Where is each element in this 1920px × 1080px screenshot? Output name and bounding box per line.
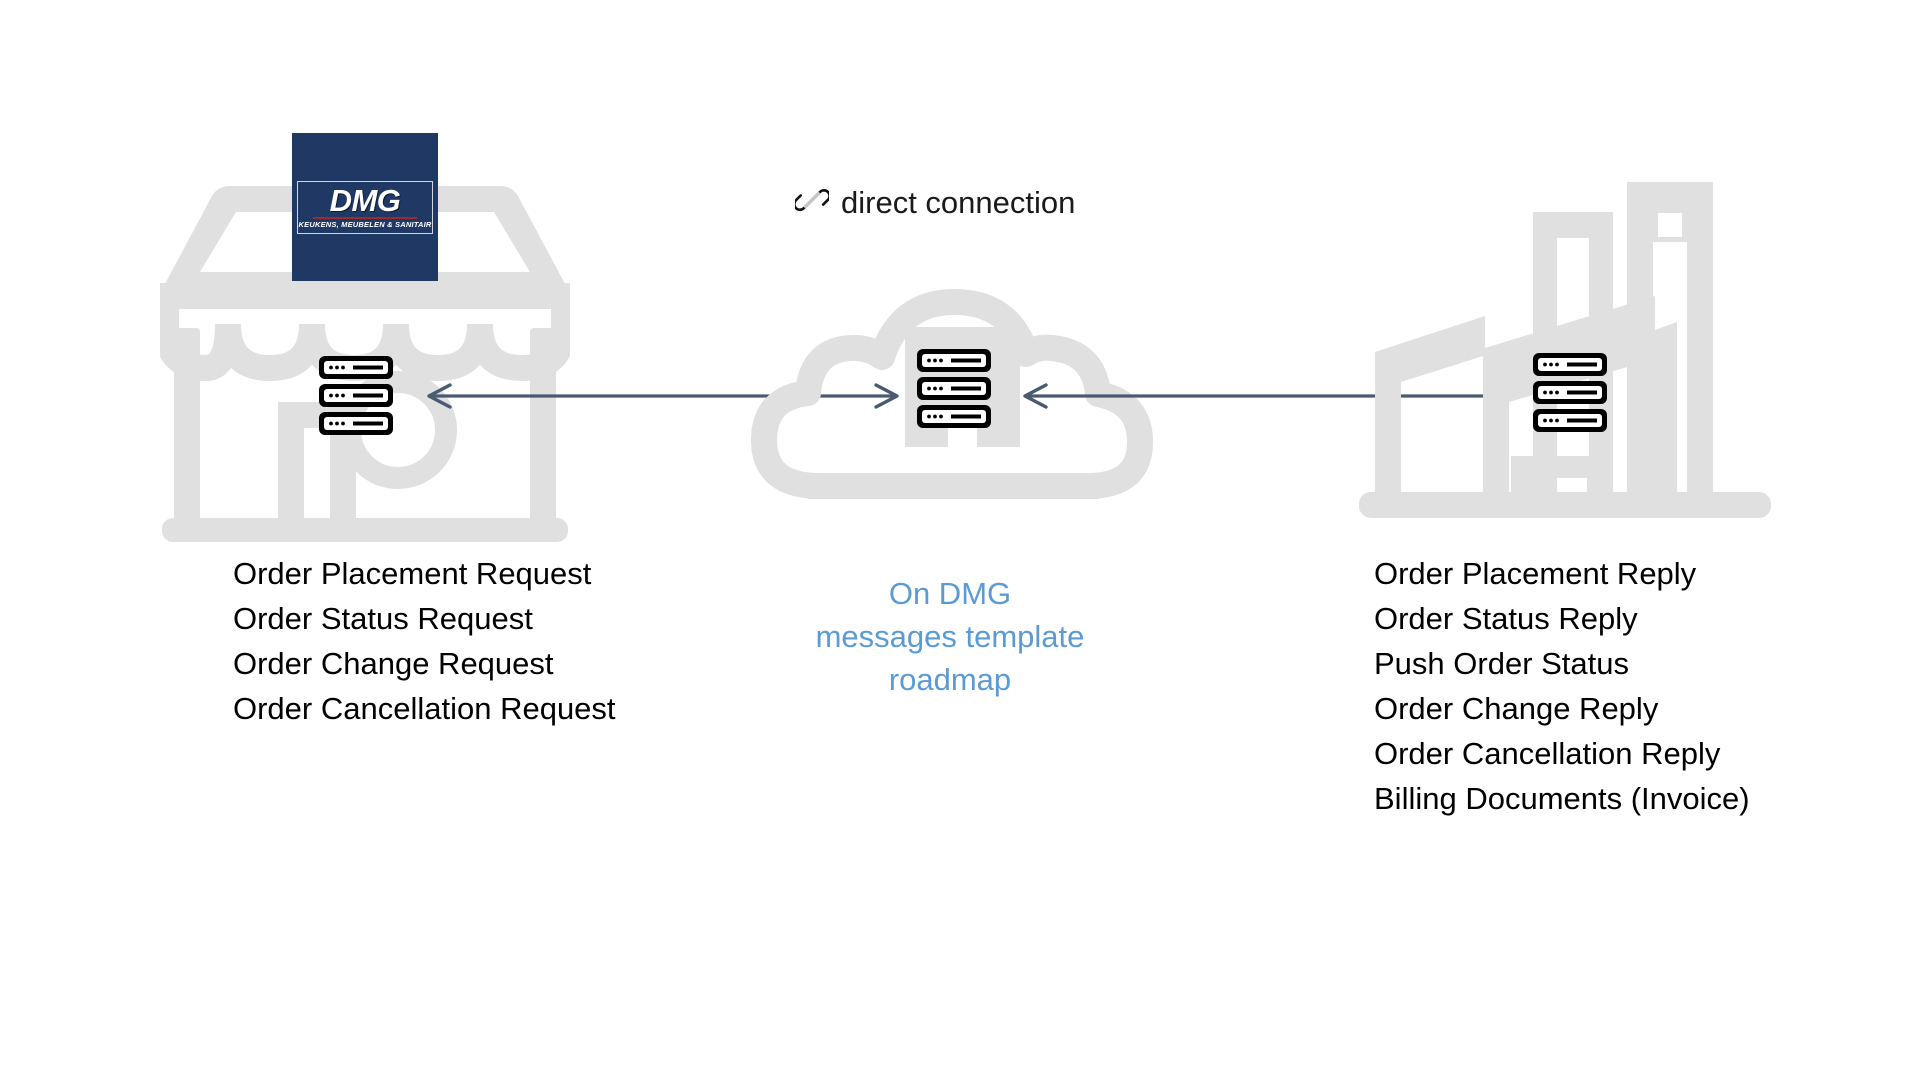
caption-line: roadmap xyxy=(888,662,1012,697)
list-item: Order Cancellation Request xyxy=(233,691,616,726)
link-chain-icon xyxy=(793,183,831,222)
dmg-logo-wordmark: DMG xyxy=(329,182,401,218)
list-item: Order Placement Reply xyxy=(1374,556,1697,591)
center-caption: On DMG messages template roadmap xyxy=(740,572,1160,701)
list-item: Order Status Request xyxy=(233,601,533,636)
dmg-logo-tagline: KEUKENS, MEUBELEN & SANITAIR xyxy=(298,219,432,229)
list-item: Billing Documents (Invoice) xyxy=(1374,781,1750,816)
server-rack-icon-cloud xyxy=(916,348,992,430)
dmg-logo: DMG KEUKENS, MEUBELEN & SANITAIR xyxy=(292,133,438,281)
server-rack-icon-left xyxy=(318,355,394,437)
list-item: Order Placement Request xyxy=(233,556,592,591)
direct-connection-label: direct connection xyxy=(841,184,1076,220)
left-message-list: Order Placement Request Order Status Req… xyxy=(233,551,616,731)
right-message-list: Order Placement Reply Order Status Reply… xyxy=(1374,551,1750,821)
list-item: Push Order Status xyxy=(1374,646,1630,681)
dmg-logo-rule xyxy=(313,216,417,219)
list-item: Order Status Reply xyxy=(1374,601,1638,636)
server-rack-icon-factory xyxy=(1532,352,1608,434)
list-item: Order Change Reply xyxy=(1374,691,1659,726)
list-item: Order Change Request xyxy=(233,646,554,681)
caption-line: On DMG xyxy=(888,576,1012,611)
direct-connection-row: direct connection xyxy=(793,183,1076,222)
list-item: Order Cancellation Reply xyxy=(1374,736,1721,771)
caption-line: messages template xyxy=(815,619,1085,654)
